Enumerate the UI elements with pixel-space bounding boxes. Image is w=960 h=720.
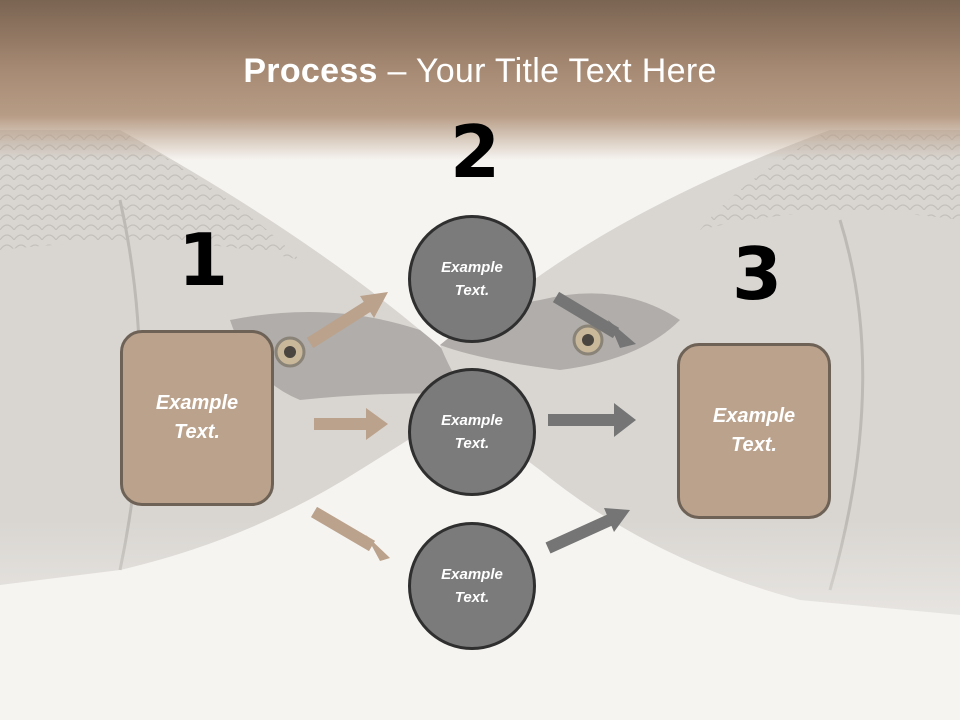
arrow-top-to-right bbox=[552, 291, 636, 348]
arrow-left-to-middle bbox=[314, 408, 388, 440]
step-number-2: 2 bbox=[450, 110, 501, 194]
right-box-text: Example Text. bbox=[712, 405, 796, 456]
arrow-middle-to-right bbox=[548, 403, 636, 437]
left-box-text: Example Text. bbox=[155, 392, 239, 443]
left-process-box: Example Text. bbox=[120, 330, 274, 506]
title-bold: Process bbox=[243, 52, 378, 90]
middle-circle: Example Text. bbox=[408, 368, 536, 496]
top-circle-text: Example Text. bbox=[441, 259, 503, 299]
title-rest: – Your Title Text Here bbox=[377, 52, 717, 90]
arrow-bottom-to-right bbox=[545, 508, 630, 554]
middle-circle-text: Example Text. bbox=[441, 412, 503, 452]
bottom-circle-text: Example Text. bbox=[441, 566, 503, 606]
top-circle: Example Text. bbox=[408, 215, 536, 343]
step-number-3: 3 bbox=[732, 232, 783, 316]
arrow-left-to-top bbox=[306, 292, 388, 349]
slide-title: Process – Your Title Text Here bbox=[0, 52, 960, 91]
right-process-box: Example Text. bbox=[677, 343, 831, 519]
bottom-circle: Example Text. bbox=[408, 522, 536, 650]
step-number-1: 1 bbox=[178, 218, 229, 302]
arrow-left-to-bottom bbox=[310, 506, 390, 561]
